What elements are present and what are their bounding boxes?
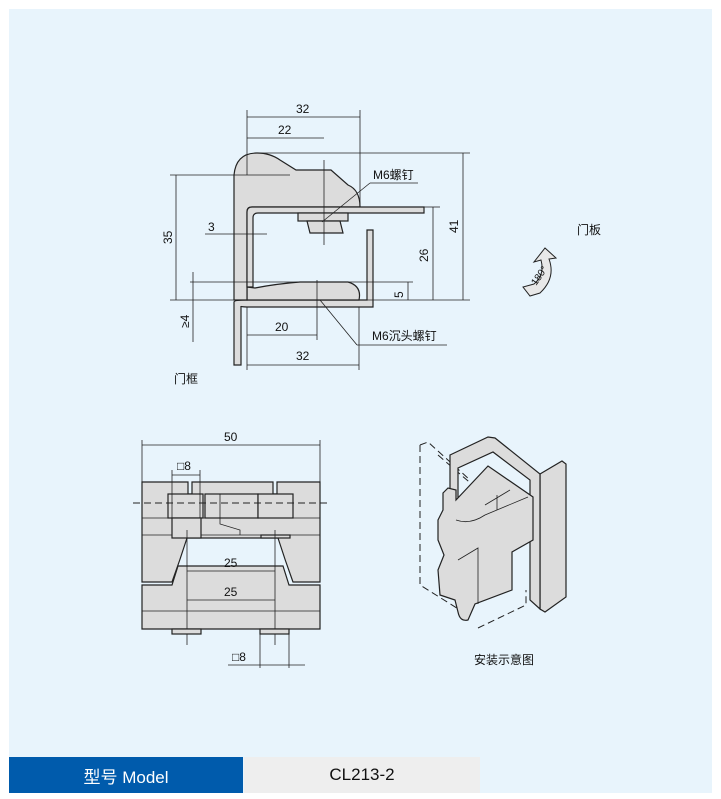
dim-sq8-bottom: □8	[232, 650, 246, 664]
iso-view: 安装示意图	[419, 436, 567, 667]
door-panel-iso	[539, 460, 567, 613]
dim-26: 26	[417, 248, 431, 262]
label-door-panel: 门板	[577, 222, 601, 237]
model-label: 型号 Model	[9, 757, 243, 793]
dim-22: 22	[278, 123, 292, 137]
dim-top-32: 32	[296, 102, 310, 116]
hinge-lower-arm	[246, 281, 361, 301]
dim-3: 3	[208, 220, 215, 234]
m6-nut	[306, 220, 344, 234]
hinge-iso-body	[437, 465, 534, 621]
dim-5: 5	[392, 291, 406, 298]
tab-left	[171, 628, 202, 635]
label-m6-screw: M6螺钉	[373, 168, 414, 182]
knuckle-middle	[204, 493, 259, 519]
dim-25-upper: 25	[224, 556, 238, 570]
dim-50: 50	[224, 430, 238, 444]
knuckle-left	[167, 493, 204, 519]
label-door-frame: 门框	[174, 371, 198, 386]
countersink-plate	[260, 534, 291, 539]
knuckle-right	[257, 493, 294, 519]
drawing-panel	[9, 9, 712, 793]
washer	[297, 212, 349, 222]
rotation-arrow-icon	[522, 247, 558, 297]
model-value: CL213-2	[244, 757, 480, 793]
dim-bottom-32: 32	[296, 349, 310, 363]
dim-41: 41	[447, 219, 461, 233]
tab-right	[259, 628, 290, 635]
iso-caption: 安装示意图	[474, 652, 534, 667]
front-view: 50 □8 25 25 □8	[133, 430, 330, 668]
square-hole-left	[171, 517, 202, 539]
dim-20: 20	[275, 320, 289, 334]
dim-25-lower: 25	[224, 585, 238, 599]
door-panel	[246, 206, 425, 288]
label-m6-countersunk-screw: M6沉头螺钉	[372, 329, 437, 343]
side-view: 32 22 41 26 5 35 3 ≥4 20 32 M6螺钉 M6沉	[161, 102, 601, 386]
dim-35: 35	[161, 230, 175, 244]
dim-sq8-top: □8	[177, 459, 191, 473]
dim-ge4: ≥4	[178, 314, 192, 328]
